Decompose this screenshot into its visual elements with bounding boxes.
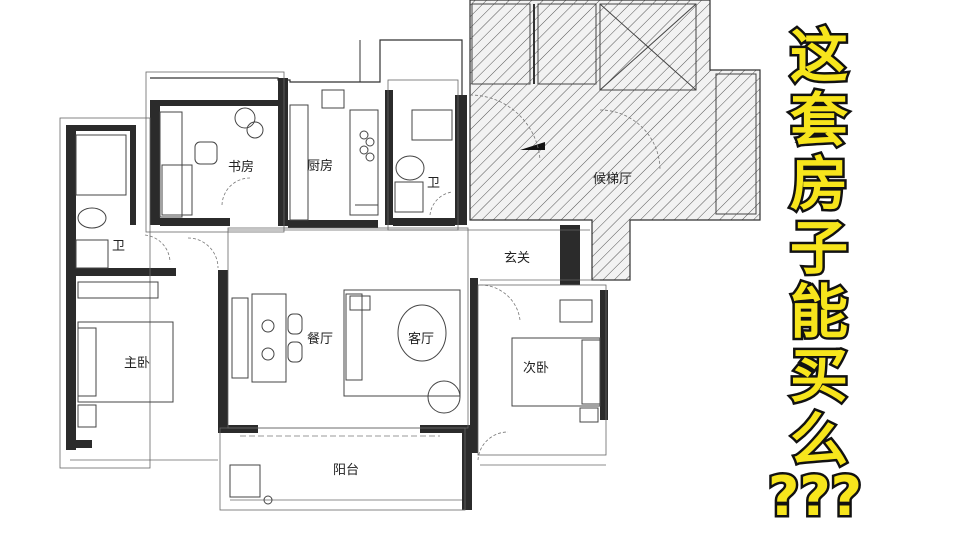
headline: 这 套 房 子 能 买 么 ??? [766,20,865,531]
room-label-bath-left: 卫 [112,239,125,254]
room-label-dining: 餐厅 [307,331,333,347]
room-label-living: 客厅 [408,331,434,347]
headline-char-1: 这 [790,22,848,90]
headline-char-6: 买 [790,342,848,410]
top-bath-fixtures [394,109,453,216]
room-label-entrance: 玄关 [504,251,530,266]
room-label-master-bedroom: 主卧 [124,356,150,371]
master-bedroom-furniture [77,237,219,428]
headline-char-2: 套 [790,86,848,154]
left-bath-fixtures [75,134,171,269]
headline-char-5: 能 [790,278,848,346]
room-label-study: 书房 [228,159,254,175]
elevator-hall-area [469,0,761,281]
plan-outline [59,71,607,511]
kitchen-furniture [289,89,379,221]
study-furniture [159,107,264,218]
balcony-fixtures [229,435,440,505]
headline-char-4: 子 [790,214,848,282]
room-label-second-bedroom: 次卧 [523,360,549,376]
headline-question-marks: ??? [768,465,862,528]
headline-char-7: 么 [790,406,848,474]
second-bedroom-furniture [477,299,601,461]
room-label-bath-top: 卫 [427,176,440,191]
room-label-kitchen: 厨房 [307,158,333,174]
living-dining-furniture [231,284,521,414]
headline-char-3: 房 [790,150,848,218]
room-label-elevator-hall: 候梯厅 [593,172,632,187]
room-label-balcony: 阳台 [333,463,359,478]
